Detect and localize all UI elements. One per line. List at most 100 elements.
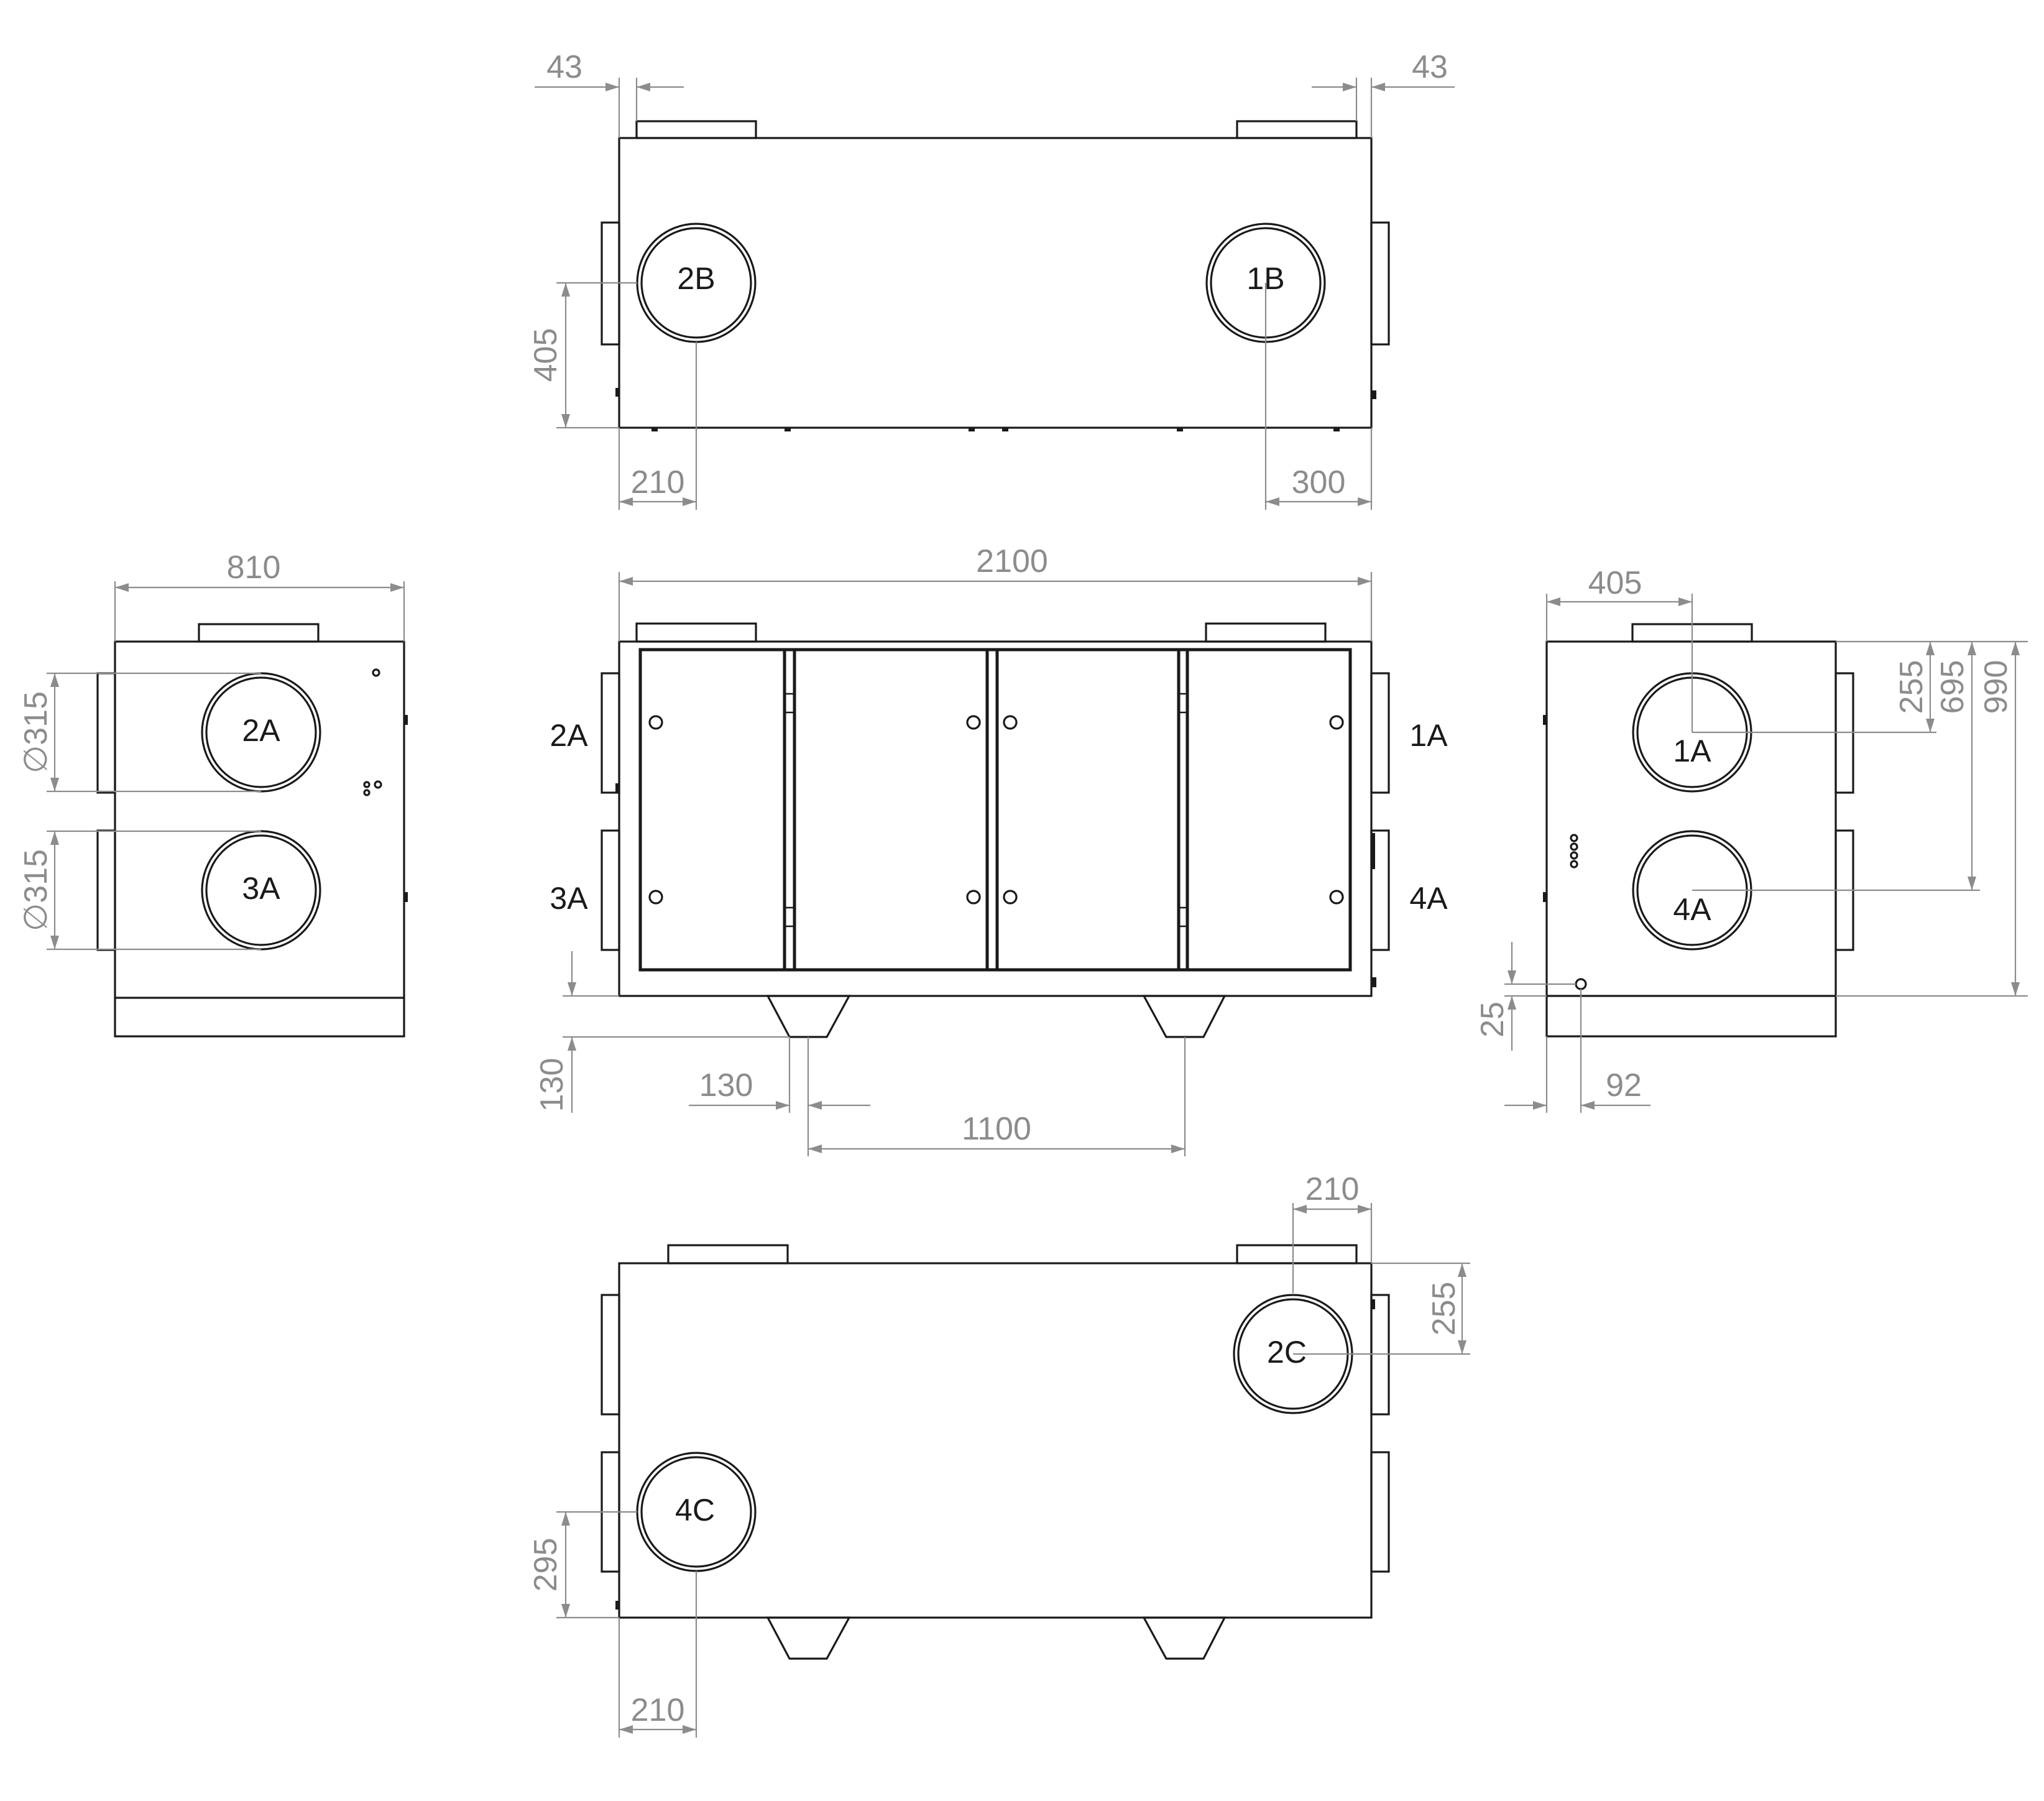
- bottom-view-spigot-ul: [601, 1294, 620, 1416]
- front-view: 2A 3A 1A 4A 2100 130 130: [534, 543, 1448, 1156]
- port-4c-inner: [640, 1456, 752, 1568]
- dim-bottom-210-top: 210: [1292, 1171, 1373, 1293]
- dim-right-92-text: 92: [1606, 1067, 1642, 1103]
- front-label-2a: 2A: [550, 718, 588, 753]
- left-view-fittings: [404, 715, 408, 902]
- front-view-legs: [766, 995, 1227, 1038]
- front-view-flange-right: [1205, 622, 1327, 643]
- right-view-fittings: [1543, 715, 1547, 902]
- left-view-knob: [372, 668, 380, 677]
- front-view-latches: [648, 715, 1344, 905]
- dim-right-990-text: 990: [1978, 660, 2014, 714]
- dim-top-300: 300: [1264, 283, 1373, 510]
- dim-top-300-text: 300: [1292, 464, 1346, 500]
- front-label-4a: 4A: [1409, 881, 1448, 916]
- left-view-spigot-upper: [96, 672, 116, 794]
- dim-front-130-horizontal-text: 130: [699, 1067, 753, 1103]
- dim-right-405: 405: [1545, 565, 1693, 732]
- bottom-view-body: [618, 1262, 1373, 1619]
- front-view-spigot-1a: [1370, 672, 1390, 794]
- bottom-view: 2C 4C 210 255 295 210: [528, 1171, 1470, 1738]
- dim-front-1100-text: 1100: [962, 1111, 1031, 1147]
- dim-right-405-text: 405: [1588, 565, 1642, 601]
- front-view-hinges: [784, 693, 1188, 928]
- dim-bottom-295: 295: [528, 1511, 637, 1619]
- dim-front-130-vertical-text: 130: [534, 1058, 570, 1112]
- dim-top-43-right: 43: [1312, 49, 1455, 138]
- dim-right-25-text: 25: [1475, 1002, 1511, 1038]
- dim-top-210-text: 210: [631, 464, 685, 500]
- port-2c-label: 2C: [1267, 1335, 1307, 1370]
- dim-top-405-text: 405: [528, 328, 564, 382]
- right-view: 1A 4A 405 255 695 990: [1475, 565, 2028, 1113]
- top-view-spigot-right: [1370, 221, 1390, 346]
- port-1a-label: 1A: [1673, 734, 1711, 768]
- port-4a-label: 4A: [1673, 892, 1711, 927]
- port-2b-inner: [640, 227, 752, 339]
- left-view-knob-3: [374, 780, 382, 789]
- dim-front-1100: 1100: [808, 1037, 1186, 1156]
- dim-top-43-right-text: 43: [1412, 49, 1448, 85]
- dim-right-255: 255: [1894, 642, 1935, 732]
- dim-left-dia-upper-text: ∅315: [18, 691, 54, 773]
- dim-left-dia-upper: ∅315: [18, 672, 261, 793]
- dim-top-405: 405: [528, 282, 637, 429]
- dim-bottom-255: 255: [1293, 1262, 1470, 1355]
- front-view-spigot-3a: [601, 829, 620, 951]
- front-view-spigot-4a: [1370, 829, 1390, 951]
- right-view-terminal: [1570, 834, 1578, 868]
- top-view-flange-left: [635, 120, 757, 139]
- left-view-body: [114, 640, 405, 1038]
- left-view: 2A 3A 810 ∅315 ∅315: [18, 550, 408, 1038]
- bottom-view-flange-left: [667, 1244, 789, 1264]
- front-view-spigot-2a: [601, 672, 620, 794]
- bottom-view-spigot-lr: [1370, 1451, 1390, 1573]
- top-view-flange-right: [1236, 120, 1358, 139]
- port-4c-label: 4C: [675, 1493, 715, 1527]
- dim-bottom-295-text: 295: [528, 1538, 564, 1592]
- dim-bottom-210-bottom: 210: [618, 1571, 697, 1738]
- bottom-view-flange-right: [1236, 1244, 1358, 1264]
- dim-bottom-210-top-text: 210: [1305, 1171, 1360, 1207]
- left-view-flange: [198, 623, 320, 643]
- front-view-panel-dividers: [783, 650, 1189, 970]
- bottom-view-legs: [766, 1616, 1227, 1660]
- dim-left-dia-lower: ∅315: [18, 830, 261, 951]
- dim-bottom-255-text: 255: [1426, 1282, 1462, 1336]
- port-2a-inner: [205, 676, 317, 788]
- dim-front-130-vertical: 130: [534, 951, 790, 1113]
- dim-front-2100: 2100: [618, 543, 1373, 642]
- left-view-knob-4: [363, 789, 371, 796]
- dim-bottom-210-bottom-text: 210: [631, 1692, 685, 1728]
- right-view-drain: [1575, 978, 1587, 990]
- top-view: 2B 1B 43 43 405 210: [528, 49, 1455, 510]
- left-view-knob-2: [363, 781, 371, 788]
- front-view-flange-left: [635, 622, 757, 643]
- dim-front-130-horizontal: 130: [689, 1037, 870, 1156]
- front-view-body: [618, 640, 1373, 997]
- front-view-panel-frame: [638, 648, 1352, 972]
- front-label-1a: 1A: [1409, 718, 1448, 753]
- dim-right-25: 25: [1475, 942, 1576, 1051]
- dim-front-2100-text: 2100: [976, 543, 1048, 579]
- port-3a-label: 3A: [242, 871, 280, 906]
- dim-right-695: 695: [1935, 642, 1976, 890]
- dim-right-695-text: 695: [1935, 660, 1971, 714]
- top-view-feet: [615, 388, 1376, 431]
- dim-right-255-text: 255: [1894, 660, 1930, 714]
- dim-top-43-left: 43: [535, 49, 684, 138]
- dim-top-210: 210: [618, 342, 697, 510]
- dim-right-92: 92: [1504, 989, 1650, 1113]
- dim-left-810: 810: [114, 550, 405, 642]
- bottom-view-fittings: [615, 1299, 1375, 1610]
- right-view-body: [1545, 640, 1837, 1038]
- left-view-spigot-lower: [96, 829, 116, 951]
- dim-left-dia-lower-text: ∅315: [18, 849, 54, 931]
- port-2b-label: 2B: [677, 261, 715, 296]
- port-3a-inner: [205, 834, 317, 946]
- port-2a-label: 2A: [242, 713, 280, 748]
- front-view-fittings: [615, 783, 1376, 987]
- dim-left-810-text: 810: [227, 550, 281, 586]
- dim-top-43-left-text: 43: [546, 49, 582, 85]
